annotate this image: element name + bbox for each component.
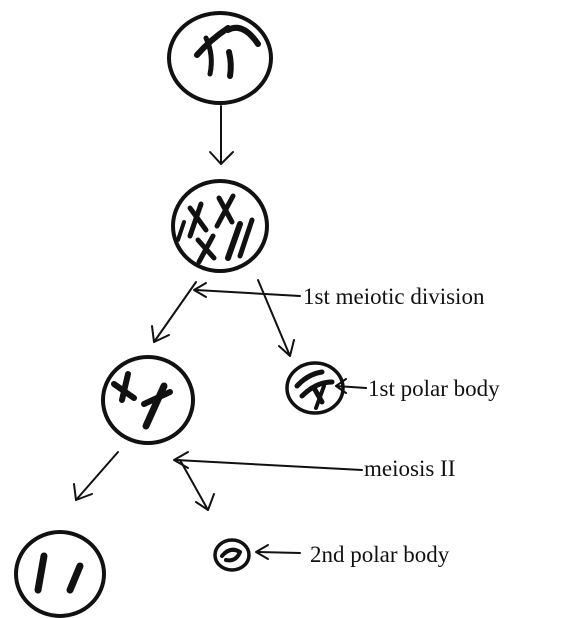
initial-cell <box>169 13 271 103</box>
second-polar-body-label: 2nd polar body <box>310 542 450 567</box>
primary-cell-chromosomes <box>178 196 252 262</box>
meiosis-two-label: meiosis II <box>364 456 455 481</box>
initial-cell-chromosomes <box>197 28 258 76</box>
meiosis-two-annotation: meiosis II <box>174 452 455 481</box>
second-polar-body <box>215 540 249 570</box>
second-polar-body-annotation: 2nd polar body <box>256 542 450 567</box>
first-polar-body-label: 1st polar body <box>368 376 500 401</box>
first-polar-body-annotation: 1st polar body <box>336 376 500 401</box>
ovum-cell <box>16 532 104 616</box>
first-polar-body <box>287 363 343 413</box>
secondary-cell <box>103 357 193 443</box>
primary-cell <box>173 181 267 271</box>
secondary-cell-chromosomes <box>114 374 170 426</box>
arrow-top-down <box>210 106 233 164</box>
first-meiotic-division-annotation: 1st meiotic division <box>194 283 485 309</box>
first-polar-body-chromosomes <box>297 372 332 408</box>
first-meiotic-division-label: 1st meiotic division <box>303 284 485 309</box>
ovum-chromosomes <box>38 556 80 590</box>
